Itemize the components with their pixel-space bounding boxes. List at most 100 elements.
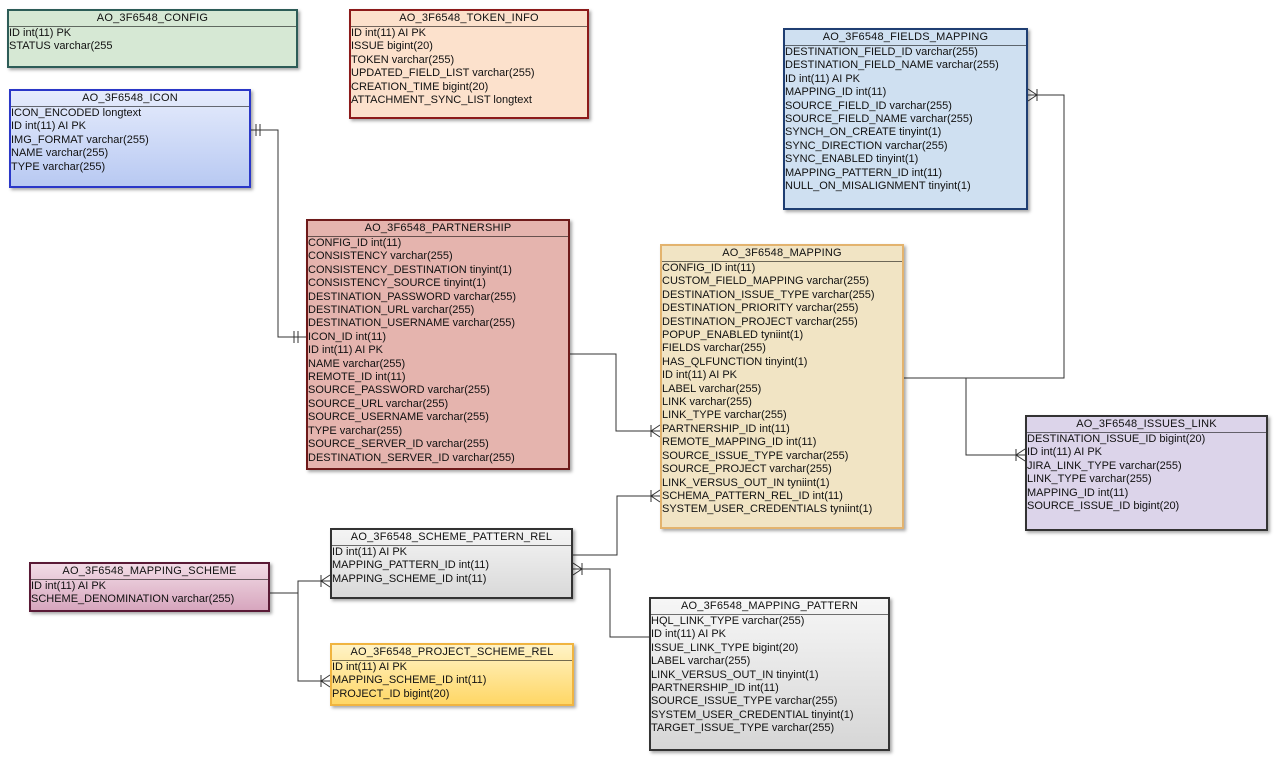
rel-mscheme-psr [297,593,330,682]
marker-many-psr-mscheme [320,674,331,688]
entity-field[interactable]: DESTINATION_PROJECT varchar(255) [662,315,858,328]
entity-field[interactable]: STATUS varchar(255 [9,40,113,53]
entity-field[interactable]: DESTINATION_SERVER_ID varchar(255) [308,451,515,464]
entity-field[interactable]: LABEL varchar(255) [662,382,762,395]
entity-field[interactable]: MAPPING_SCHEME_ID int(11) [332,674,487,687]
entity-field[interactable]: HAS_QLFUNCTION tinyint(1) [662,355,808,368]
entity-field[interactable]: SOURCE_PASSWORD varchar(255) [308,384,490,397]
entity-field[interactable]: ID int(11) AI PK [651,628,726,641]
entity-field[interactable]: SOURCE_FIELD_NAME varchar(255) [785,113,973,126]
entity-field[interactable]: PARTNERSHIP_ID int(11) [662,422,790,435]
entity-field[interactable]: CREATION_TIME bigint(20) [351,80,489,93]
entity-field[interactable]: TYPE varchar(255) [11,160,106,173]
entity-field[interactable]: UPDATED_FIELD_LIST varchar(255) [351,67,535,80]
entity-field[interactable]: IMG_FORMAT varchar(255) [11,133,149,146]
entity-field[interactable]: SOURCE_SERVER_ID varchar(255) [308,438,489,451]
entity-field[interactable]: SYNCH_ON_CREATE tinyint(1) [785,126,942,139]
entity-field[interactable]: ID int(11) AI PK [11,120,86,133]
entity-field[interactable]: CONFIG_ID int(11) [662,262,756,274]
entity-field[interactable]: LINK_TYPE varchar(255) [662,409,787,422]
entity-field[interactable]: DESTINATION_PASSWORD varchar(255) [308,290,517,303]
entity-field[interactable]: REMOTE_MAPPING_ID int(11) [662,436,817,449]
entity-field[interactable]: SOURCE_USERNAME varchar(255) [308,411,489,424]
entity-field[interactable]: CONFIG_ID int(11) [308,237,402,249]
entity-field[interactable]: SOURCE_PROJECT varchar(255) [662,463,832,476]
entity-field[interactable]: TOKEN varchar(255) [351,53,455,66]
entity-field[interactable]: DESTINATION_URL varchar(255) [308,304,475,317]
entity-field[interactable]: ATTACHMENT_SYNC_LIST longtext [351,94,532,107]
entity-field[interactable]: LINK varchar(255) [662,396,752,409]
entity-field[interactable]: ICON_ENCODED longtext [11,107,142,119]
entity-field[interactable]: ID int(11) AI PK [332,661,407,673]
entity-field[interactable]: SCHEME_DENOMINATION varchar(255) [31,593,235,606]
entity-field[interactable]: NAME varchar(255) [308,357,406,370]
entity-field[interactable]: DESTINATION_ISSUE_TYPE varchar(255) [662,288,875,301]
entity-field[interactable]: MAPPING_PATTERN_ID int(11) [332,559,490,572]
entity-project-scheme-rel[interactable]: AO_3F6548_PROJECT_SCHEME_REL ID int(11) … [330,643,574,706]
entity-field[interactable]: REMOTE_ID int(11) [308,371,406,384]
entity-field[interactable]: SYSTEM_USER_CREDENTIALS tyniint(1) [662,503,873,516]
entity-field[interactable]: PROJECT_ID bigint(20) [332,687,450,700]
entity-scheme-pattern-rel[interactable]: AO_3F6548_SCHEME_PATTERN_REL ID int(11) … [330,528,573,599]
entity-field[interactable]: SOURCE_URL varchar(255) [308,397,449,410]
entity-field[interactable]: MAPPING_PATTERN_ID int(11) [785,166,943,179]
entity-field[interactable]: SOURCE_FIELD_ID varchar(255) [785,99,952,112]
entity-field[interactable]: JIRA_LINK_TYPE varchar(255) [1027,459,1182,472]
entity-field[interactable]: MAPPING_SCHEME_ID int(11) [332,572,487,585]
entity-field[interactable]: FIELDS varchar(255) [662,342,766,355]
entity-field[interactable]: CONSISTENCY varchar(255) [308,250,453,263]
entity-fields-mapping[interactable]: AO_3F6548_FIELDS_MAPPING DESTINATION_FIE… [783,28,1028,210]
rel-partnership-mapping [570,353,660,432]
entity-field[interactable]: ICON_ID int(11) [308,330,387,343]
entity-field[interactable]: LINK_TYPE varchar(255) [1027,473,1152,486]
entity-field[interactable]: DESTINATION_USERNAME varchar(255) [308,317,516,330]
entity-field[interactable]: ID int(11) AI PK [332,546,407,558]
entity-field[interactable]: NAME varchar(255) [11,147,109,160]
entity-field[interactable]: PARTNERSHIP_ID int(11) [651,682,779,695]
entity-field[interactable]: LABEL varchar(255) [651,655,751,668]
entity-field[interactable]: DESTINATION_FIELD_ID varchar(255) [785,46,978,58]
entity-field[interactable]: POPUP_ENABLED tyniint(1) [662,329,804,342]
entity-issues-link[interactable]: AO_3F6548_ISSUES_LINK DESTINATION_ISSUE_… [1025,415,1268,531]
entity-field[interactable]: DESTINATION_ISSUE_ID bigint(20) [1027,433,1206,445]
entity-field[interactable]: ID int(11) AI PK [662,369,737,382]
entity-field[interactable]: DESTINATION_FIELD_NAME varchar(255) [785,59,999,72]
entity-mapping[interactable]: AO_3F6548_MAPPING CONFIG_ID int(11)CUSTO… [660,244,904,529]
entity-field[interactable]: CUSTOM_FIELD_MAPPING varchar(255) [662,275,870,288]
entity-field[interactable]: ID int(11) AI PK [308,344,383,357]
entity-field[interactable]: SOURCE_ISSUE_ID bigint(20) [1027,500,1180,513]
entity-mapping-pattern[interactable]: AO_3F6548_MAPPING_PATTERN HQL_LINK_TYPE … [649,597,890,751]
entity-field[interactable]: CONSISTENCY_DESTINATION tinyint(1) [308,263,512,276]
entity-title: AO_3F6548_TOKEN_INFO [351,11,587,27]
entity-field[interactable]: CONSISTENCY_SOURCE tinyint(1) [308,277,486,290]
entity-field[interactable]: ID int(11) AI PK [351,27,426,39]
entity-field[interactable]: SCHEMA_PATTERN_REL_ID int(11) [662,489,843,502]
entity-field[interactable]: SYNC_DIRECTION varchar(255) [785,139,948,152]
entity-mapping-scheme[interactable]: AO_3F6548_MAPPING_SCHEME ID int(11) AI P… [29,562,270,612]
entity-field[interactable]: DESTINATION_PRIORITY varchar(255) [662,302,859,315]
entity-field[interactable]: NULL_ON_MISALIGNMENT tinyint(1) [785,180,971,193]
entity-partnership[interactable]: AO_3F6548_PARTNERSHIP CONFIG_ID int(11)C… [306,219,570,470]
entity-field[interactable]: HQL_LINK_TYPE varchar(255) [651,615,805,627]
entity-field[interactable]: ISSUE_LINK_TYPE bigint(20) [651,641,799,654]
entity-field[interactable]: SYSTEM_USER_CREDENTIAL tinyint(1) [651,708,854,721]
entity-field[interactable]: TYPE varchar(255) [308,424,403,437]
entity-field[interactable]: LINK_VERSUS_OUT_IN tinyint(1) [651,668,819,681]
entity-field[interactable]: SYNC_ENABLED tinyint(1) [785,153,919,166]
entity-field[interactable]: ID int(11) AI PK [1027,446,1102,459]
entity-field[interactable]: TARGET_ISSUE_TYPE varchar(255) [651,722,835,735]
entity-field[interactable]: SOURCE_ISSUE_TYPE varchar(255) [662,449,849,462]
entity-field[interactable]: MAPPING_ID int(11) [785,86,887,99]
entity-field[interactable]: ID int(11) AI PK [31,580,106,592]
marker-one-partnership-side [293,331,299,343]
entity-field[interactable]: ISSUE bigint(20) [351,40,433,53]
entity-field[interactable]: LINK_VERSUS_OUT_IN tyniint(1) [662,476,830,489]
entity-field[interactable]: MAPPING_ID int(11) [1027,486,1129,499]
entity-field[interactable]: ID int(11) PK [9,27,72,39]
entity-field[interactable]: SOURCE_ISSUE_TYPE varchar(255) [651,695,838,708]
entity-field[interactable]: ID int(11) AI PK [785,72,860,85]
entity-title: AO_3F6548_MAPPING_PATTERN [651,599,888,615]
